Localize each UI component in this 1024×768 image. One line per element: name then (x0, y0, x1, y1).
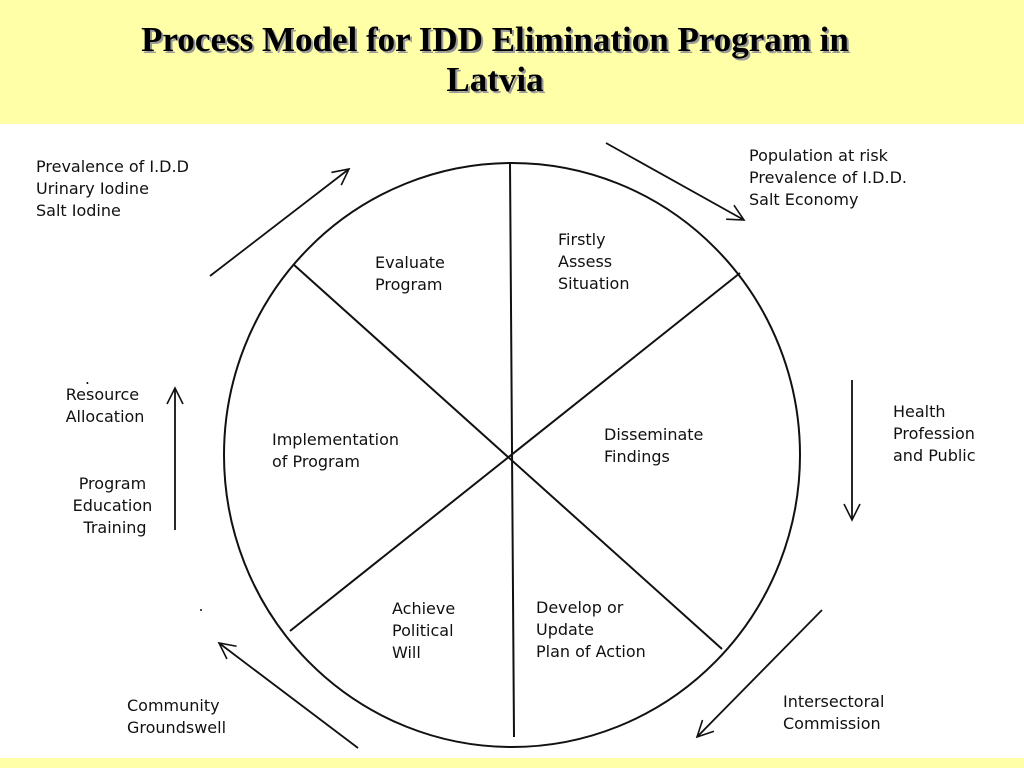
label-line: Salt Iodine (36, 201, 121, 220)
label-line: Intersectoral (783, 692, 884, 711)
label-line: and Public (893, 446, 976, 465)
divider-vertical (509, 162, 515, 738)
label-line: Community (127, 696, 220, 715)
arrow-bottom-left (217, 641, 359, 749)
divider-diagonal-b (292, 263, 723, 650)
segment-line: Disseminate (604, 425, 703, 444)
title-line-1: Process Model for IDD Elimination Progra… (141, 20, 849, 59)
label-top-right: Population at risk Prevalence of I.D.D. … (749, 146, 912, 209)
title-band (0, 0, 1024, 124)
label-line: Prevalence of I.D.D. (749, 168, 907, 187)
segment-line: Assess (558, 252, 612, 271)
label-line: Program (79, 474, 147, 493)
segment-line: of Program (272, 452, 360, 471)
label-line: Education (73, 496, 153, 515)
label-line: Training (82, 518, 146, 537)
segment-firstly-assess-situation: Firstly Assess Situation (558, 230, 629, 293)
segment-line: Achieve (392, 599, 455, 618)
segment-line: Political (392, 621, 454, 640)
segment-line: Evaluate (375, 253, 445, 272)
segment-line: Develop or (536, 598, 624, 617)
segment-evaluate-program: Evaluate Program (375, 253, 450, 294)
segment-line: Situation (558, 274, 629, 293)
label-line: Groundswell (127, 718, 226, 737)
label-line: Resource (66, 385, 139, 404)
label-line: Allocation (66, 407, 145, 426)
page-title: Process Model for IDD Elimination Progra… (0, 20, 990, 100)
label-line: Prevalence of I.D.D (36, 157, 189, 176)
label-line: Profession (893, 424, 975, 443)
label-line: Population at risk (749, 146, 889, 165)
stray-dot (200, 609, 202, 611)
label-line: . (85, 369, 90, 388)
arrow-top-left (209, 167, 351, 277)
segment-line: Update (536, 620, 594, 639)
segment-line: Plan of Action (536, 642, 646, 661)
label-line: Urinary Iodine (36, 179, 149, 198)
segment-line: Firstly (558, 230, 606, 249)
label-line: Salt Economy (749, 190, 858, 209)
label-left-top: . Resource Allocation (66, 369, 145, 426)
title-line-2: Latvia (446, 60, 544, 99)
segment-line: Program (375, 275, 443, 294)
label-bottom-right: Intersectoral Commission (783, 692, 890, 733)
divider-diagonal-a (289, 272, 741, 632)
label-right: Health Profession and Public (893, 402, 980, 465)
segment-implementation: Implementation of Program (272, 430, 404, 471)
segment-line: Implementation (272, 430, 399, 449)
segment-achieve-political-will: Achieve Political Will (392, 599, 460, 662)
label-top-left: Prevalence of I.D.D Urinary Iodine Salt … (36, 157, 194, 220)
label-left-bottom: Program Education Training (73, 474, 158, 537)
label-line: Commission (783, 714, 881, 733)
segment-line: Findings (604, 447, 670, 466)
bottom-band (0, 758, 1024, 768)
segment-line: Will (392, 643, 421, 662)
segment-disseminate-findings: Disseminate Findings (604, 425, 708, 466)
arrow-top-right (605, 142, 746, 221)
segment-develop-plan: Develop or Update Plan of Action (536, 598, 646, 661)
arrow-bottom-right (695, 609, 823, 739)
label-bottom-left: Community Groundswell (127, 696, 226, 737)
process-circle (223, 162, 801, 748)
label-line: Health (893, 402, 946, 421)
